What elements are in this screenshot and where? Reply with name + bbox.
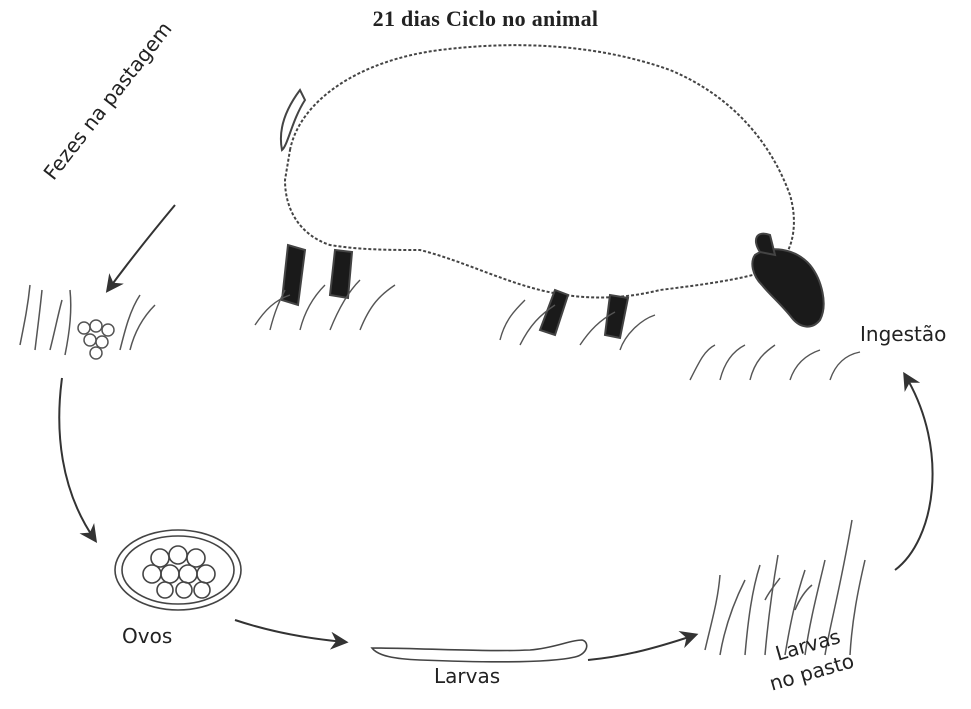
pasture-grass-icon [705, 520, 865, 655]
larva-icon [372, 640, 587, 662]
label-ingestion: Ingestão [860, 322, 946, 346]
arrow-pasture-to-ingestion [895, 375, 933, 570]
egg-icon [115, 530, 241, 610]
label-larvae: Larvas [434, 664, 500, 688]
arrow-larvae-to-pasture [588, 635, 695, 660]
arrow-to-feces [108, 205, 175, 290]
feces-grass-icon [20, 285, 155, 359]
label-eggs: Ovos [122, 624, 172, 648]
arrow-eggs-to-larvae [235, 620, 345, 642]
arrow-feces-to-eggs [59, 378, 95, 540]
sheep-illustration [281, 45, 824, 338]
